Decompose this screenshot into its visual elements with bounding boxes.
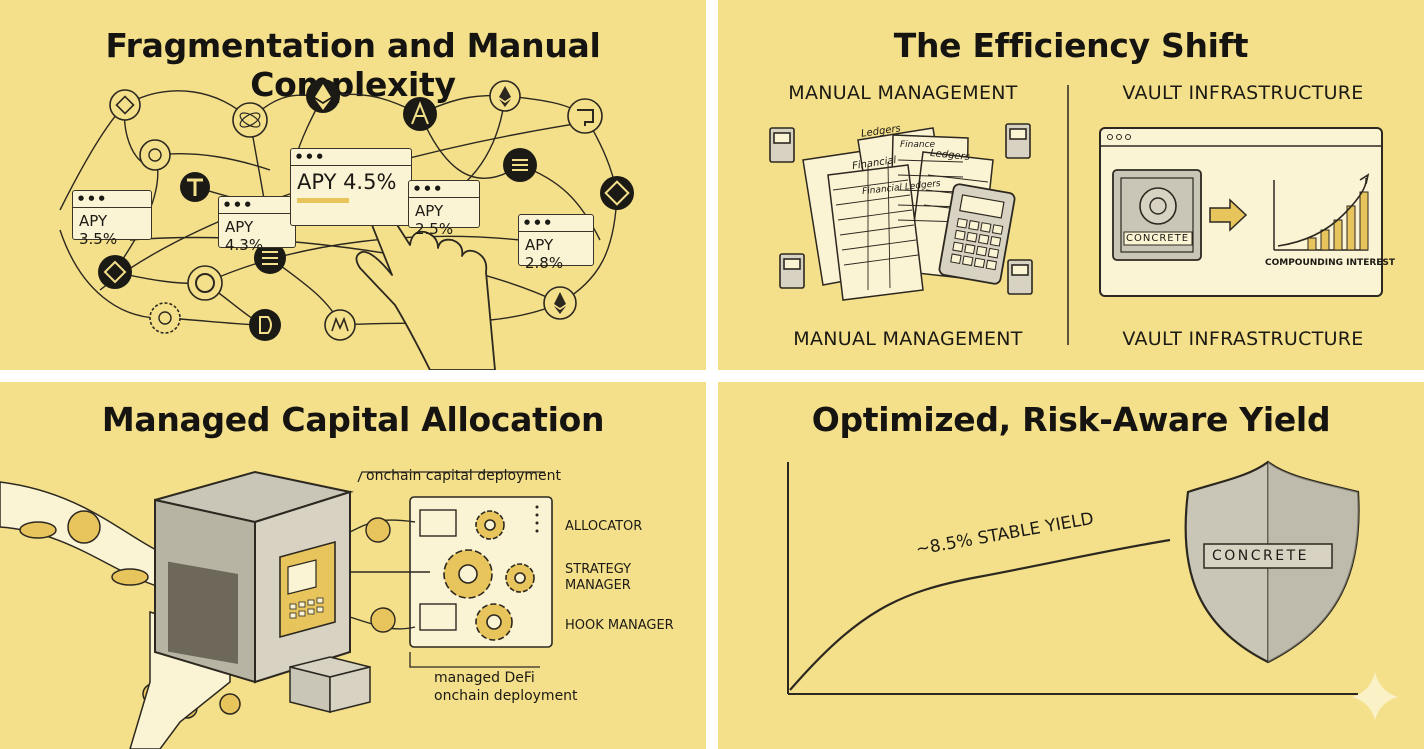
link-icon bbox=[600, 176, 634, 210]
apy-card: APY 2.5% bbox=[408, 180, 480, 238]
apy-card: APY 4.3% bbox=[218, 196, 296, 254]
panel-fragmentation: Fragmentation and Manual Complexity bbox=[0, 0, 706, 370]
bottom-flow-label-2: onchain deployment bbox=[434, 688, 578, 704]
solana-icon bbox=[254, 242, 286, 274]
atom-icon bbox=[232, 102, 268, 138]
allocation-machine bbox=[0, 470, 553, 749]
gear-icon bbox=[149, 302, 181, 334]
apy-value: APY 4.3% bbox=[225, 218, 264, 254]
apy-value: APY 4.5% bbox=[297, 170, 397, 194]
cosmos-icon bbox=[139, 139, 171, 171]
apy-highlight-bar bbox=[297, 198, 349, 203]
manual-footer: MANUAL MANAGEMENT bbox=[793, 328, 1023, 350]
ledger-word: Finance bbox=[900, 140, 936, 150]
shield-icon bbox=[1184, 460, 1360, 664]
sui-icon bbox=[503, 148, 537, 182]
safe-icon bbox=[567, 98, 603, 134]
manual-heading: MANUAL MANAGEMENT bbox=[788, 82, 1018, 104]
top-flow-label: onchain capital deployment bbox=[366, 468, 562, 484]
gear-icon bbox=[443, 510, 535, 641]
panel-efficiency: The Efficiency Shift MANUAL MANAGEMENT V… bbox=[718, 0, 1424, 370]
bottom-flow-label: managed DeFi bbox=[434, 670, 535, 686]
vault-icon bbox=[1112, 169, 1202, 261]
efficiency-illustration bbox=[769, 85, 1383, 345]
chart-caption: COMPOUNDING INTEREST bbox=[1265, 258, 1396, 268]
panel-title: The Efficiency Shift bbox=[893, 26, 1249, 65]
panel-allocation: Managed Capital Allocation bbox=[0, 382, 706, 749]
tether-icon bbox=[180, 172, 210, 202]
shield-label: CONCRETE bbox=[1212, 548, 1310, 564]
ethereum-coin-icon bbox=[365, 517, 396, 633]
yield-curve bbox=[789, 538, 1171, 691]
vault-label: CONCRETE bbox=[1126, 233, 1190, 244]
panel-yield: Optimized, Risk-Aware Yield ~8.5% STABLE… bbox=[718, 382, 1424, 749]
ethereum-icon bbox=[543, 286, 577, 320]
fuel-pump-icon bbox=[769, 123, 1033, 295]
apy-value: APY 2.5% bbox=[415, 202, 454, 238]
panel-title: Managed Capital Allocation bbox=[101, 400, 605, 439]
vault-footer: VAULT INFRASTRUCTURE bbox=[1122, 328, 1364, 350]
dash-icon bbox=[249, 309, 281, 341]
role-hook-manager: HOOK MANAGER bbox=[565, 618, 674, 633]
arbitrum-icon bbox=[403, 97, 437, 131]
polygon-icon bbox=[98, 255, 132, 289]
apy-card: APY 2.8% bbox=[518, 214, 594, 272]
role-strategy-manager: STRATEGY MANAGER bbox=[565, 562, 632, 593]
hand-pointer-icon bbox=[355, 200, 496, 370]
binance-icon bbox=[109, 89, 141, 121]
apy-value: APY 3.5% bbox=[79, 212, 118, 248]
apy-value: APY 2.8% bbox=[525, 236, 564, 272]
vault-heading: VAULT INFRASTRUCTURE bbox=[1122, 82, 1364, 104]
aave-icon bbox=[187, 265, 223, 301]
m-token-icon bbox=[324, 309, 356, 341]
apy-card-highlighted[interactable]: APY 4.5% bbox=[290, 148, 412, 226]
yield-chart bbox=[787, 460, 1398, 720]
role-allocator: ALLOCATOR bbox=[565, 519, 643, 534]
ethereum-icon bbox=[306, 79, 340, 113]
calculator-icon bbox=[938, 183, 1016, 285]
panel-title: Optimized, Risk-Aware Yield bbox=[811, 400, 1331, 439]
ethereum-icon bbox=[489, 80, 521, 112]
panel-title: Fragmentation and Manual Complexity bbox=[105, 26, 601, 104]
apy-card: APY 3.5% bbox=[72, 190, 152, 248]
